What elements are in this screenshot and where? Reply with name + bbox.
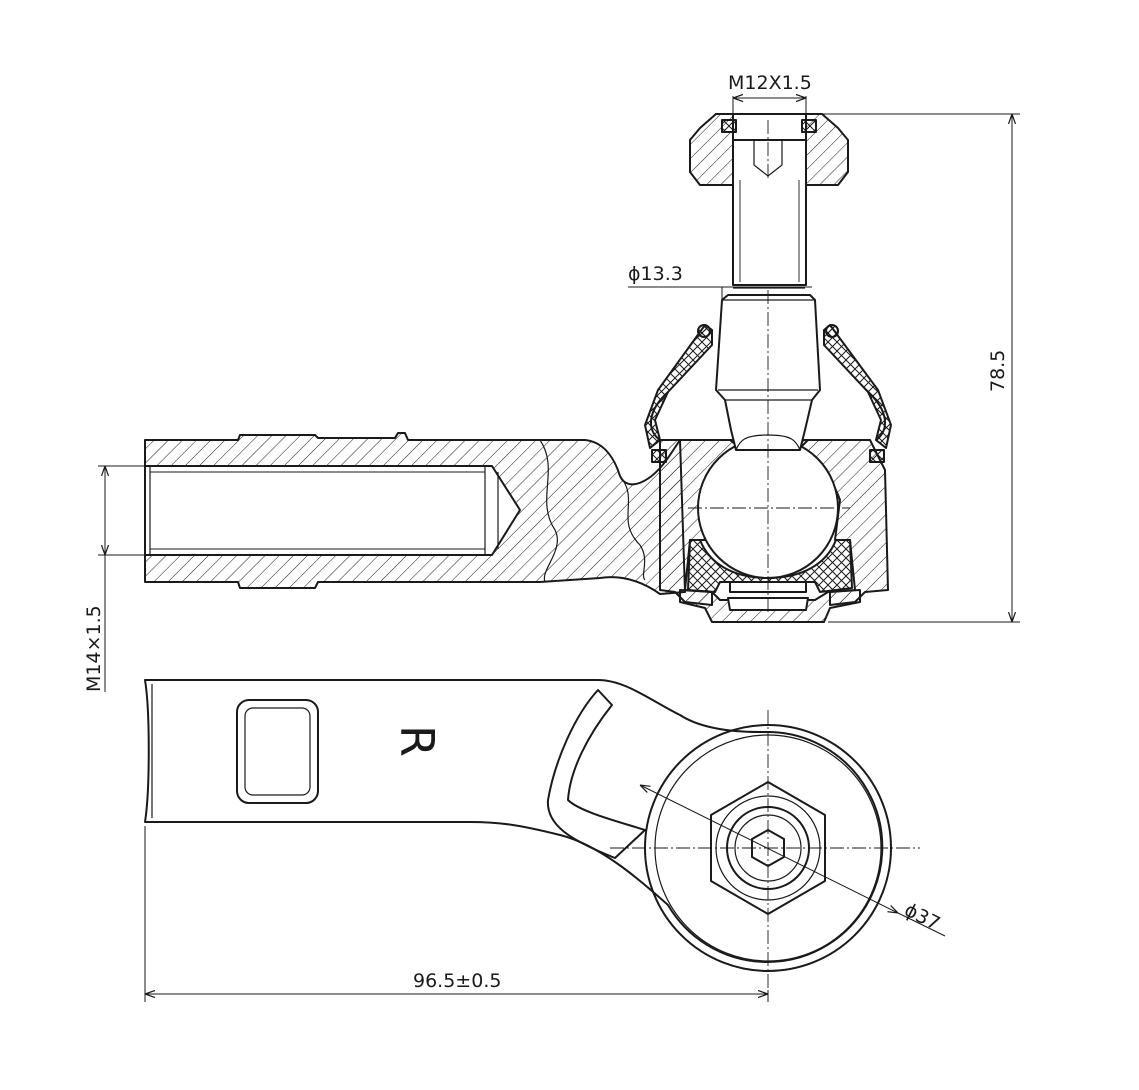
dimensions: M12X1.5 ϕ13.3 78.5 M14×1.5 ϕ37 96.5±0.5 <box>83 72 1020 1002</box>
dim-stud-thread: M12X1.5 <box>728 72 812 94</box>
stud-thread <box>732 139 807 286</box>
arm-outline <box>144 679 884 963</box>
dim-eye-diameter: ϕ37 <box>901 899 944 935</box>
dust-boot-left <box>644 324 713 449</box>
recess-window-outer <box>236 699 319 804</box>
threaded-bore <box>144 465 521 556</box>
top-view: R <box>144 679 920 998</box>
dust-boot-right <box>823 324 892 449</box>
dim-overall-length: 96.5±0.5 <box>413 970 501 992</box>
dim-overall-height: 78.5 <box>987 350 1009 392</box>
arm-rib <box>546 689 646 859</box>
bearing-insert <box>687 539 853 593</box>
side-marking-r: R <box>390 725 444 757</box>
dim-stud-diameter: ϕ13.3 <box>628 263 683 285</box>
dim-bore-thread: M14×1.5 <box>83 605 105 692</box>
section-view <box>144 113 892 623</box>
recess-window-inner <box>244 707 311 796</box>
